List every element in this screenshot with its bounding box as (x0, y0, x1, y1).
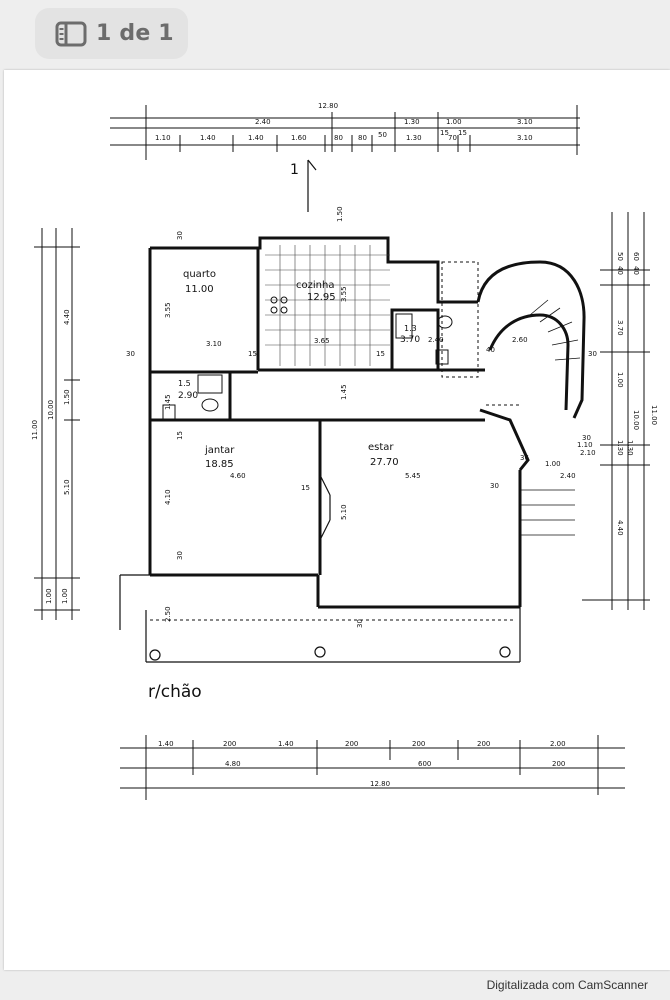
room-name-jantar: jantar (204, 445, 235, 456)
dim-right-3: 1.30 (616, 440, 624, 456)
room-name-wc1: 1.5 (178, 379, 191, 388)
dim-top-r2-11: 3.10 (517, 134, 533, 142)
dim-top-r1-1: 1.30 (404, 118, 420, 126)
dim-int-5: 2.60 (512, 336, 528, 344)
dim-int-29: 40 (486, 346, 495, 354)
dim-right-4: 1.30 (626, 440, 634, 456)
dim-int-1: 3.65 (314, 337, 330, 345)
dim-bottom-r1-1: 200 (223, 740, 236, 748)
dim-right-8: 60 (632, 252, 640, 261)
dim-bottom-r1-5: 200 (477, 740, 490, 748)
dim-top-r2-0: 1.10 (155, 134, 171, 142)
dim-int-23: 1.45 (164, 394, 172, 410)
dim-int-19: 3.55 (164, 302, 172, 318)
dim-int-21: 1.50 (336, 206, 344, 222)
dim-int-22: 30 (176, 231, 184, 240)
dim-top-r2-9: 70 (448, 134, 457, 142)
dim-top-r2-6: 50 (378, 131, 387, 139)
room-area-wc1: 2.90 (178, 391, 198, 401)
room-name-wc2: 1.3 (404, 324, 417, 333)
dim-left-6: 1.00 (61, 588, 69, 604)
room-name-quarto: quarto (183, 269, 216, 280)
room-area-quarto: 11.00 (185, 284, 214, 295)
room-name-estar: estar (368, 442, 394, 453)
dim-int-9: 15 (176, 431, 184, 440)
dim-int-20: 3.55 (340, 286, 348, 302)
dim-left-0: 11.00 (31, 420, 39, 440)
dim-top-r2-10: 15 (458, 129, 467, 137)
dim-int-3: 15 (376, 350, 385, 358)
dim-top-r1-2: 1.00 (446, 118, 462, 126)
page-view-icon (55, 21, 87, 46)
room-area-estar: 27.70 (370, 457, 399, 468)
dim-int-24: 2.40 (560, 472, 576, 480)
dim-left-4: 5.10 (63, 479, 71, 495)
dim-right-7: 50 (616, 252, 624, 261)
dim-top-r1-0: 2.40 (255, 118, 271, 126)
dim-top-r1-3: 3.10 (517, 118, 533, 126)
dim-top-r2-1: 1.40 (200, 134, 216, 142)
dim-int-26: 2.10 (580, 449, 596, 457)
dim-int-6: 30 (126, 350, 135, 358)
page-indicator-text: 1 de 1 (96, 21, 174, 46)
dim-bottom-r1-0: 1.40 (158, 740, 174, 748)
dim-right-1: 10.00 (632, 410, 640, 430)
dim-int-4: 2.40 (428, 336, 444, 344)
dim-top-r2-5: 80 (358, 134, 367, 142)
dim-int-12: 4.10 (164, 489, 172, 505)
section-marker: 1 (290, 162, 299, 178)
dim-bottom-r1-3: 200 (345, 740, 358, 748)
room-area-wc2: 3.70 (400, 335, 420, 345)
dim-int-30: 36 (520, 454, 529, 462)
room-area-jantar: 18.85 (205, 459, 234, 470)
dim-right-0: 11.00 (650, 405, 658, 425)
dim-top-r2-7: 1.30 (406, 134, 422, 142)
room-area-cozinha: 12.95 (307, 292, 336, 303)
dim-right-5: 4.40 (616, 520, 624, 536)
dim-top-r2-2: 1.40 (248, 134, 264, 142)
dim-bottom-r1-2: 1.40 (278, 740, 294, 748)
dim-bottom-r1-6: 2.00 (550, 740, 566, 748)
dim-top-r2-8: 15 (440, 129, 449, 137)
dim-int-14: 15 (301, 484, 310, 492)
dim-left-1: 10.00 (47, 400, 55, 420)
dim-bottom-r2-2: 200 (552, 760, 565, 768)
dim-int-13: 5.10 (340, 504, 348, 520)
dim-int-18: 30 (356, 619, 364, 628)
scanner-credit: Digitalizada com CamScanner (486, 978, 648, 992)
dim-right-9: 40 (616, 266, 624, 275)
dim-right-10: 40 (632, 266, 640, 275)
page-indicator[interactable]: 1 de 1 (35, 8, 188, 59)
dim-top-r2-4: 80 (334, 134, 343, 142)
dim-int-11: 5.45 (405, 472, 421, 480)
dim-int-7: 30 (588, 350, 597, 358)
floor-label: r/chão (148, 682, 202, 702)
dim-top-r2-3: 1.60 (291, 134, 307, 142)
dim-bottom-overall: 12.80 (370, 780, 390, 788)
dim-int-28: 30 (582, 434, 591, 442)
dim-left-3: 1.50 (63, 389, 71, 405)
dim-int-25: 1.00 (545, 460, 561, 468)
dim-int-17: 2.50 (164, 606, 172, 622)
dim-left-5: 1.00 (45, 588, 53, 604)
scanned-page: r/chão 1 quarto 11.00 cozinha 12.95 1.5 … (4, 70, 670, 970)
dim-int-15: 30 (490, 482, 499, 490)
dim-int-0: 3.10 (206, 340, 222, 348)
dim-left-2: 4.40 (63, 309, 71, 325)
dim-right-2: 3.70 (616, 320, 624, 336)
dim-bottom-r2-0: 4.80 (225, 760, 241, 768)
room-name-cozinha: cozinha (296, 280, 334, 291)
dim-right-6: 1.00 (616, 372, 624, 388)
floor-plan-drawing: r/chão 1 quarto 11.00 cozinha 12.95 1.5 … (31, 102, 658, 800)
dim-bottom-r1-4: 200 (412, 740, 425, 748)
dim-int-27: 1.10 (577, 441, 593, 449)
dim-int-16: 30 (176, 551, 184, 560)
dim-int-8: 1.45 (340, 384, 348, 400)
dim-int-2: 15 (248, 350, 257, 358)
dim-top-overall: 12.80 (318, 102, 338, 110)
dim-bottom-r2-1: 600 (418, 760, 431, 768)
dim-int-10: 4.60 (230, 472, 246, 480)
